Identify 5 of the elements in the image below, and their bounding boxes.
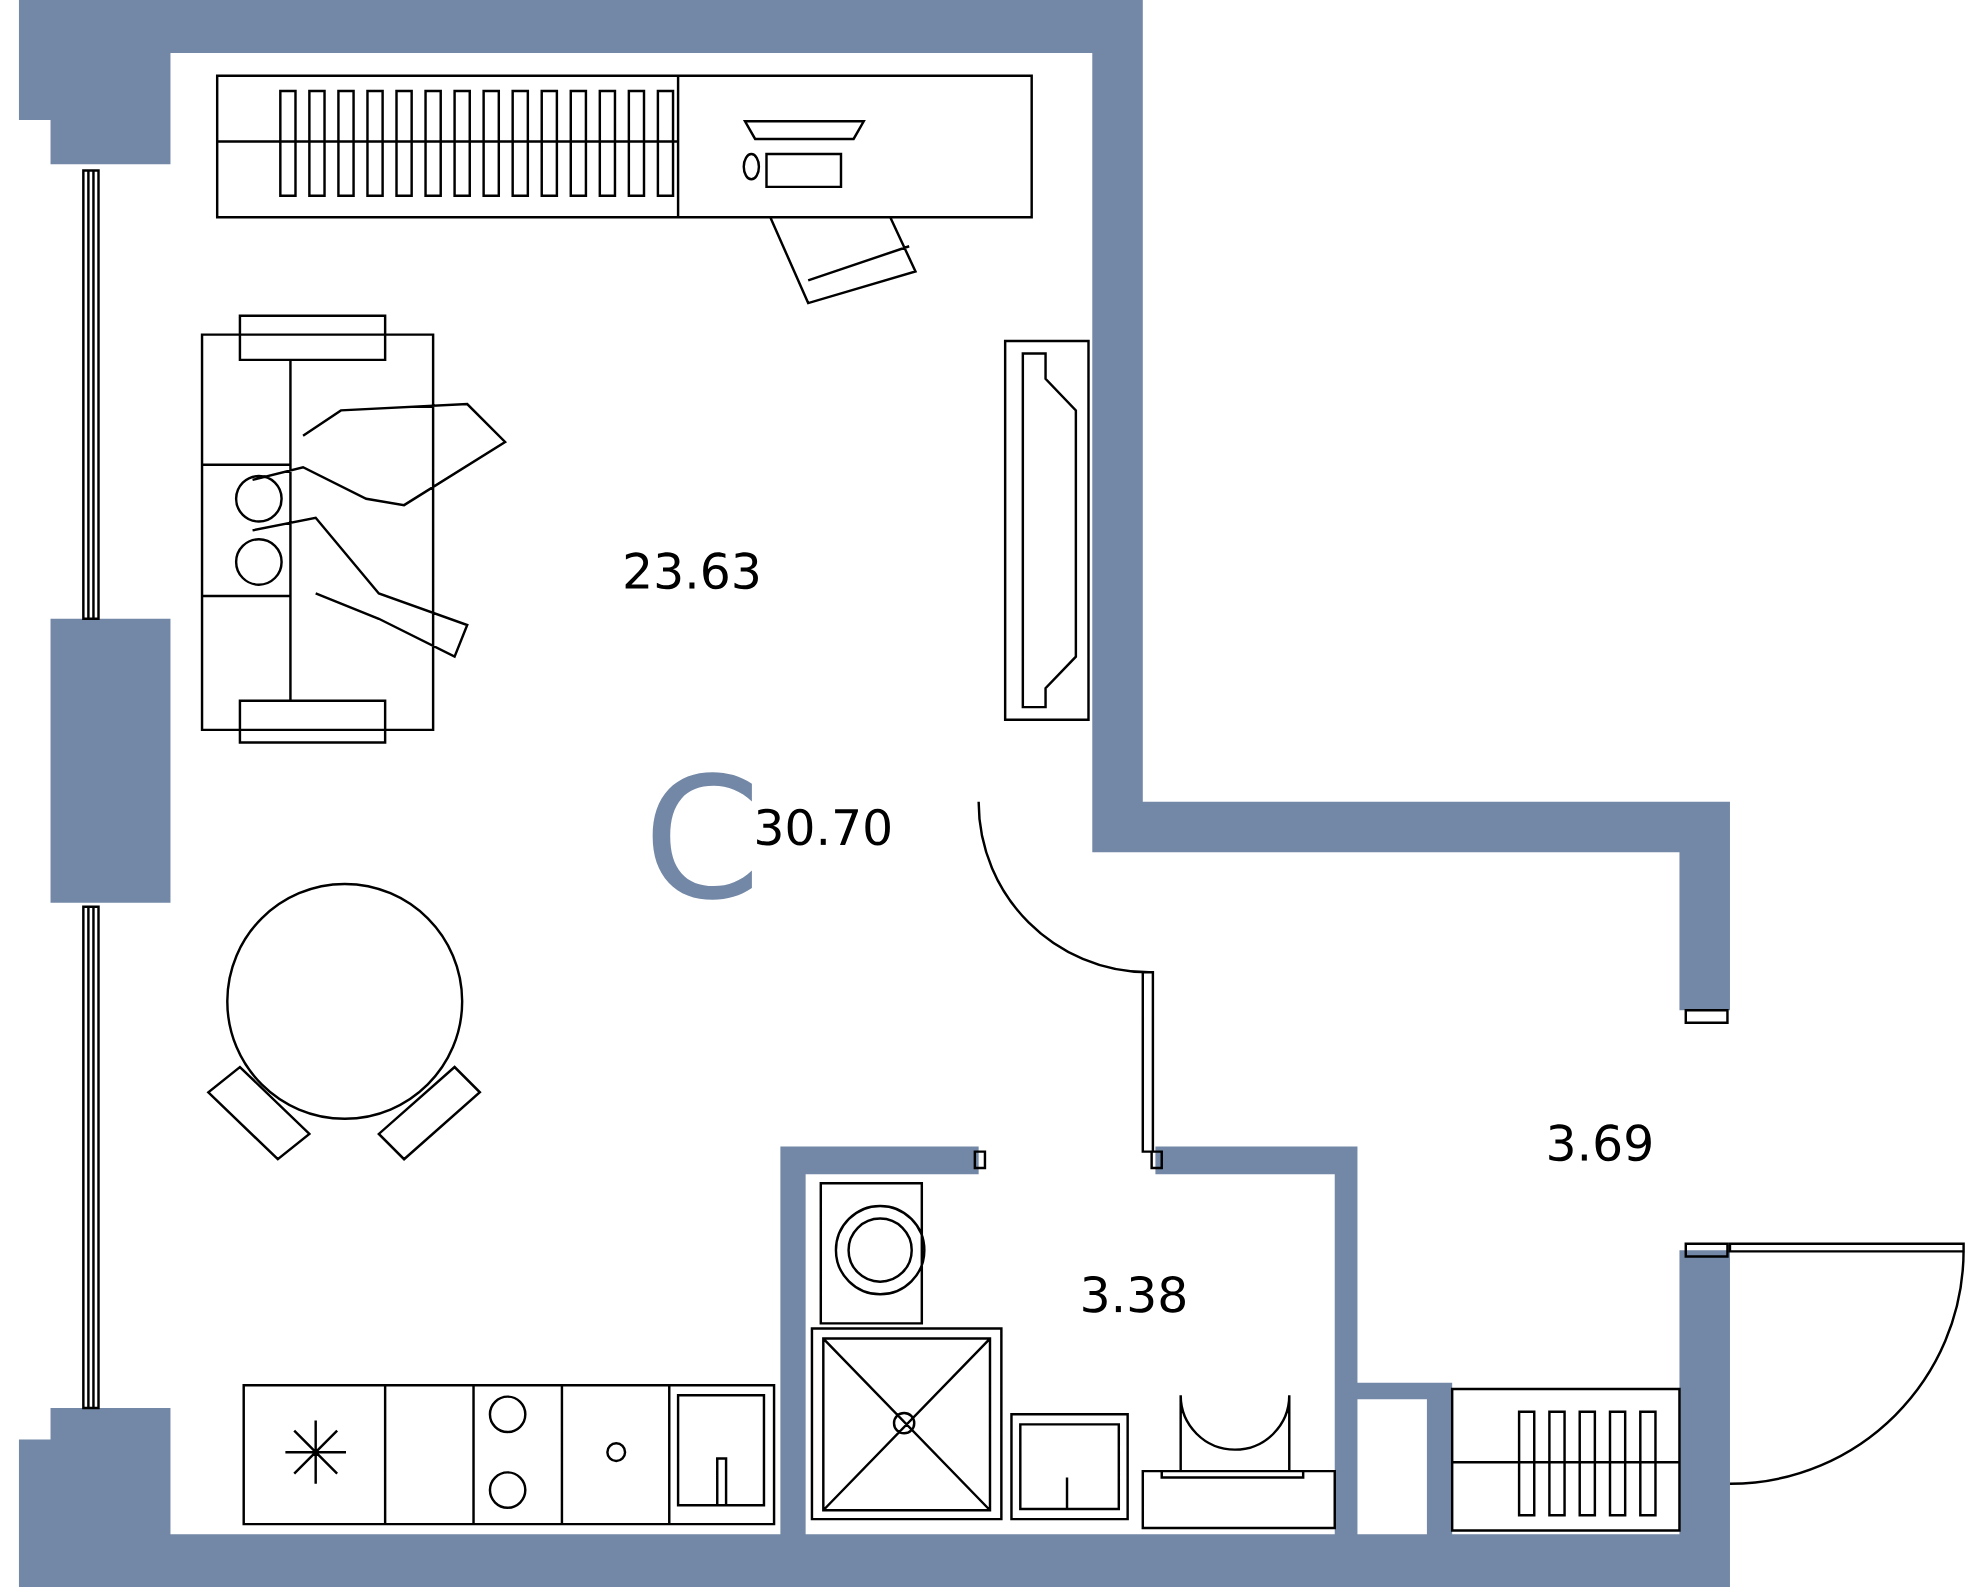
area-label: 3.69 xyxy=(1549,1124,1651,1162)
area-label: 23.63 xyxy=(625,552,758,590)
room-letter: C xyxy=(652,772,752,900)
area-label: 3.38 xyxy=(1083,1275,1185,1313)
area-label: 30.70 xyxy=(757,808,890,846)
